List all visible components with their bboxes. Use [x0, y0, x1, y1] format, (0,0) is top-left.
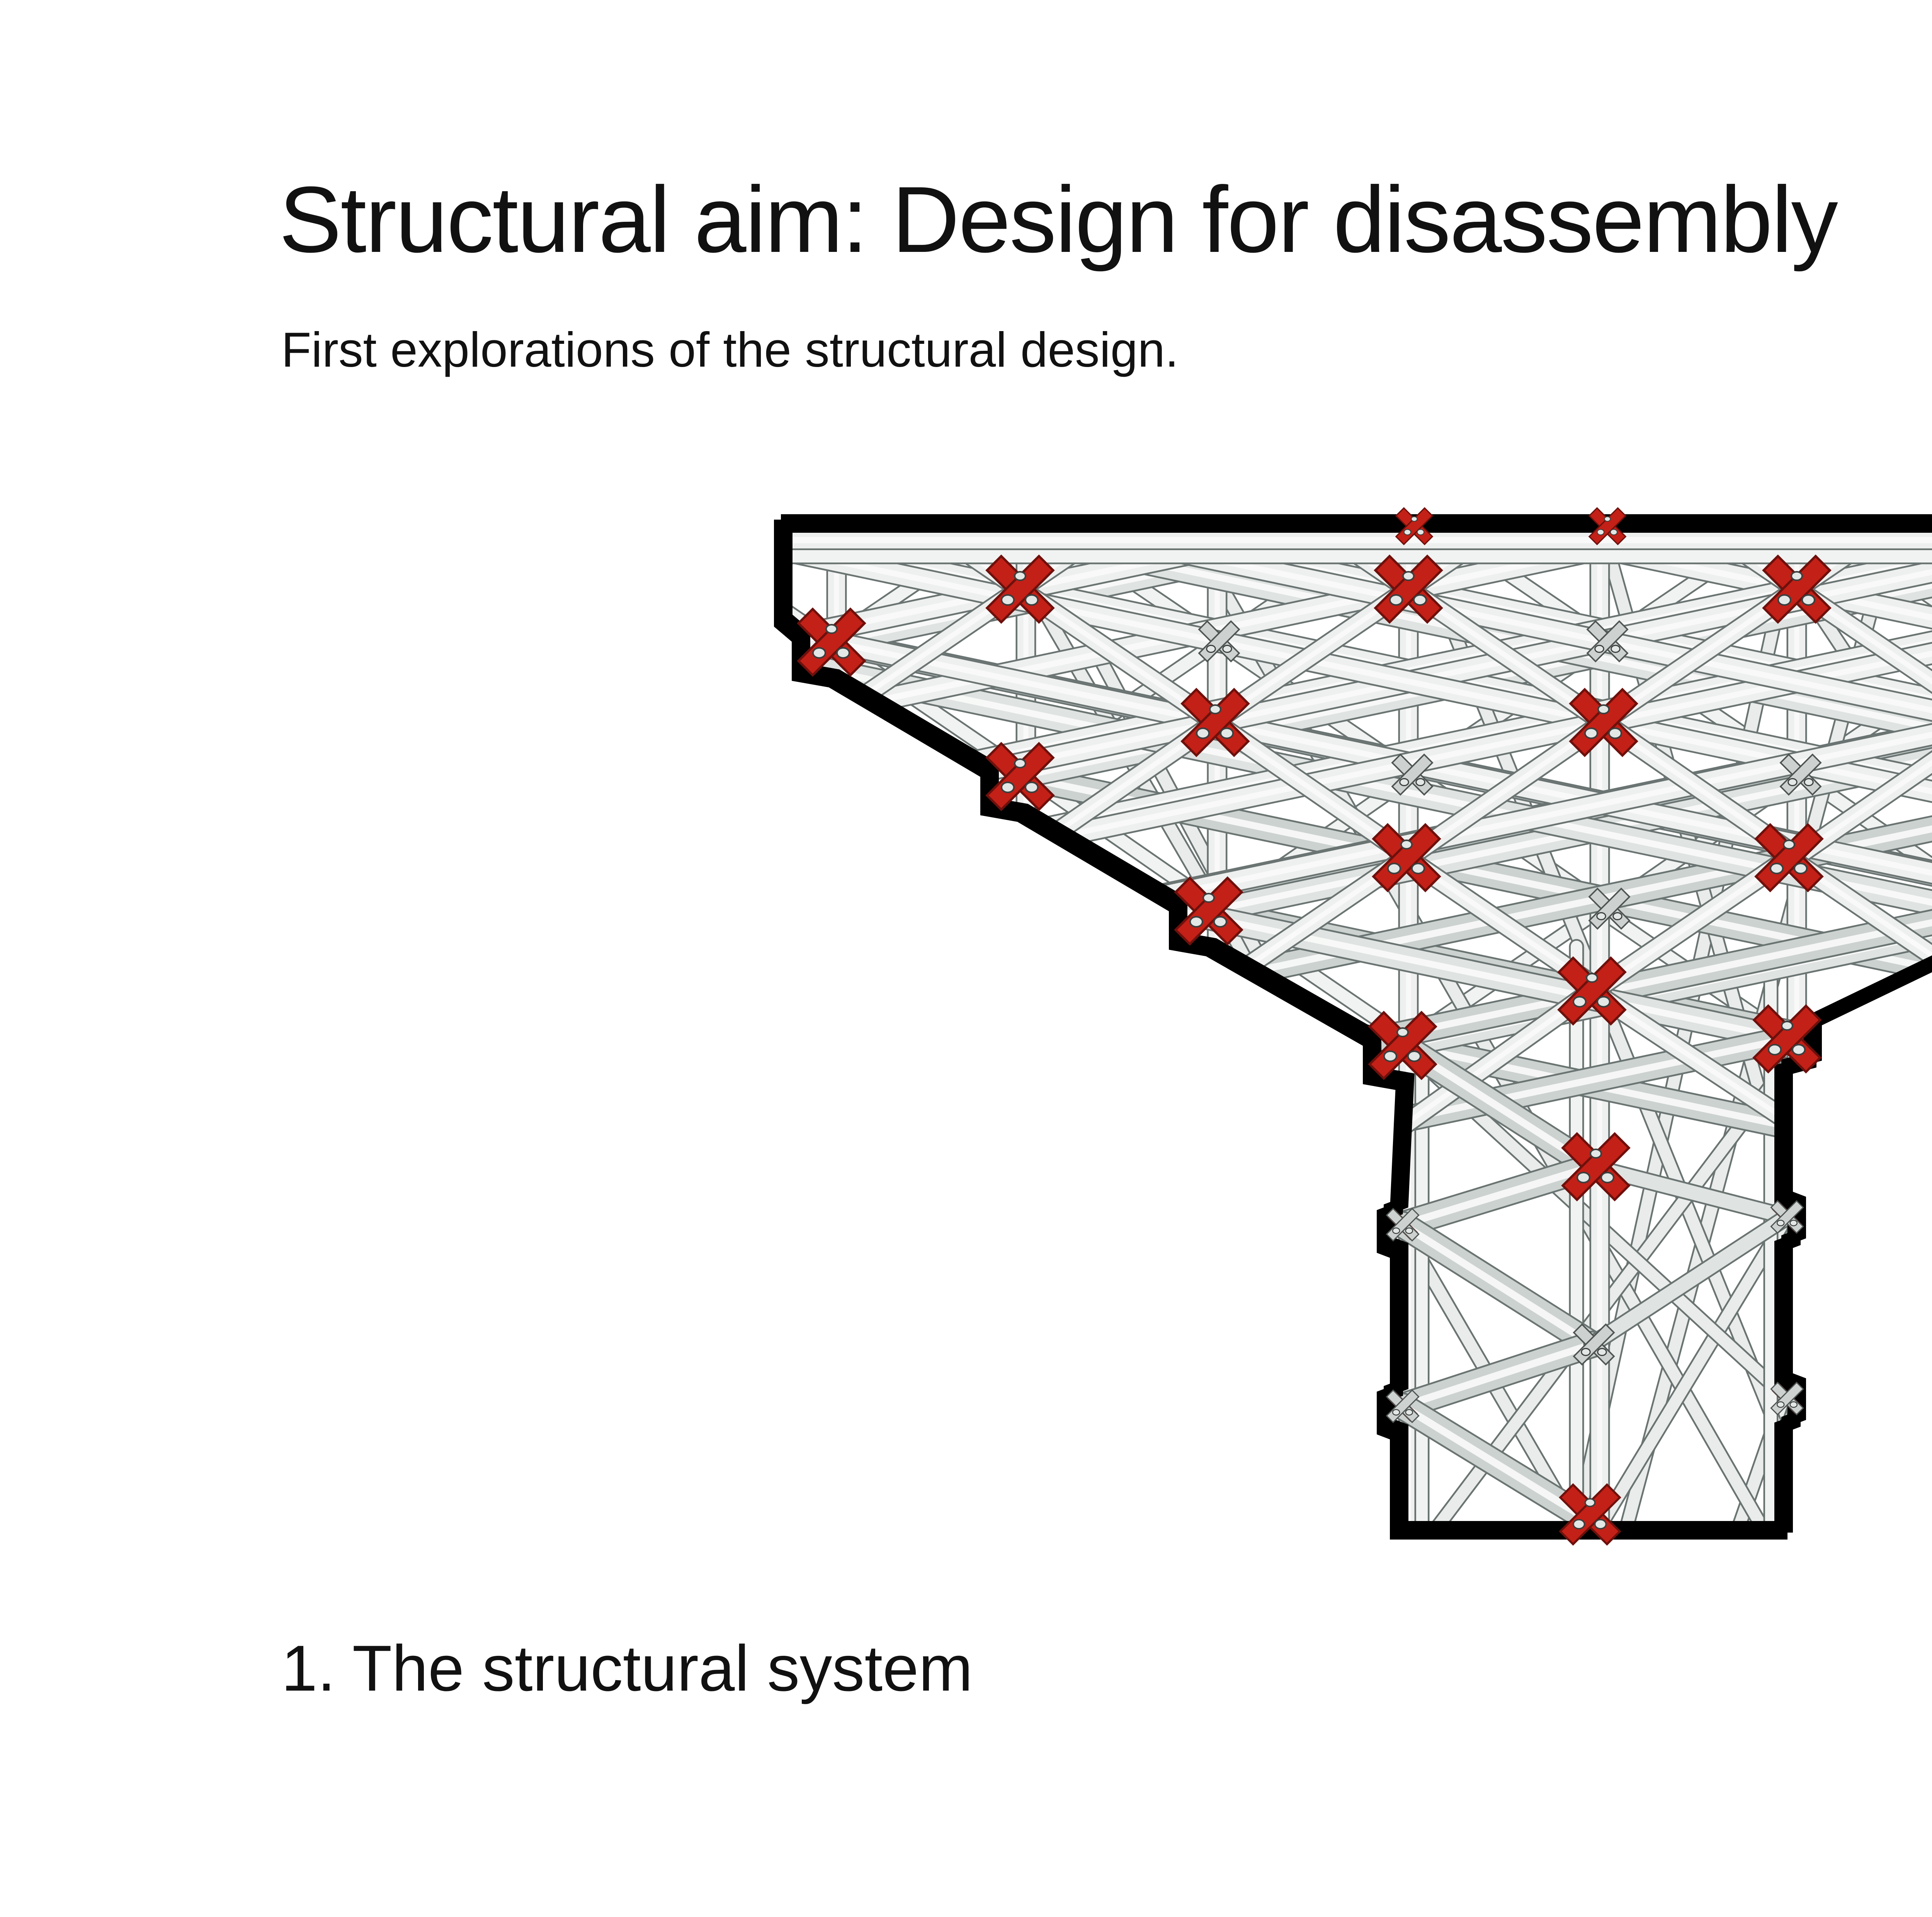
- red-x-connector: [1374, 554, 1443, 624]
- metal-connector: [1391, 753, 1434, 796]
- page-title: Structural aim: Design for disassembly: [279, 167, 1838, 272]
- red-x-connector: [985, 742, 1055, 811]
- red-x-connector: [797, 607, 866, 677]
- metal-connector: [1573, 1323, 1615, 1366]
- red-x-connector: [1561, 1132, 1631, 1202]
- red-x-connector: [1174, 876, 1243, 946]
- metal-connector: [1198, 620, 1240, 663]
- red-x-connector: [1372, 823, 1441, 892]
- node-connectors: [797, 507, 1832, 1546]
- red-x-connector: [985, 554, 1055, 624]
- metal-connector: [1386, 1208, 1420, 1242]
- red-x-connector: [1368, 1011, 1437, 1080]
- metal-connector: [1779, 753, 1822, 796]
- metal-connector: [1770, 1200, 1804, 1234]
- red-x-connector: [1762, 554, 1832, 624]
- red-x-connector: [1559, 1483, 1621, 1546]
- red-x-connector: [1754, 823, 1824, 892]
- red-x-connector: [1752, 1004, 1822, 1074]
- red-x-connector: [1180, 688, 1250, 757]
- truss-outline: [774, 514, 1932, 1540]
- red-x-connector: [1395, 507, 1434, 546]
- red-x-connector: [1569, 688, 1638, 757]
- metal-connector: [1586, 620, 1629, 663]
- page-subtitle: First explorations of the structural des…: [281, 322, 1179, 377]
- metal-connector: [1386, 1389, 1420, 1423]
- metal-connector: [1588, 887, 1631, 930]
- truss-members: [787, 520, 1932, 1527]
- red-x-connector: [1588, 507, 1627, 546]
- red-x-connector: [1557, 956, 1627, 1026]
- figure-caption: 1. The structural system: [281, 1632, 973, 1705]
- metal-connector: [1770, 1382, 1804, 1416]
